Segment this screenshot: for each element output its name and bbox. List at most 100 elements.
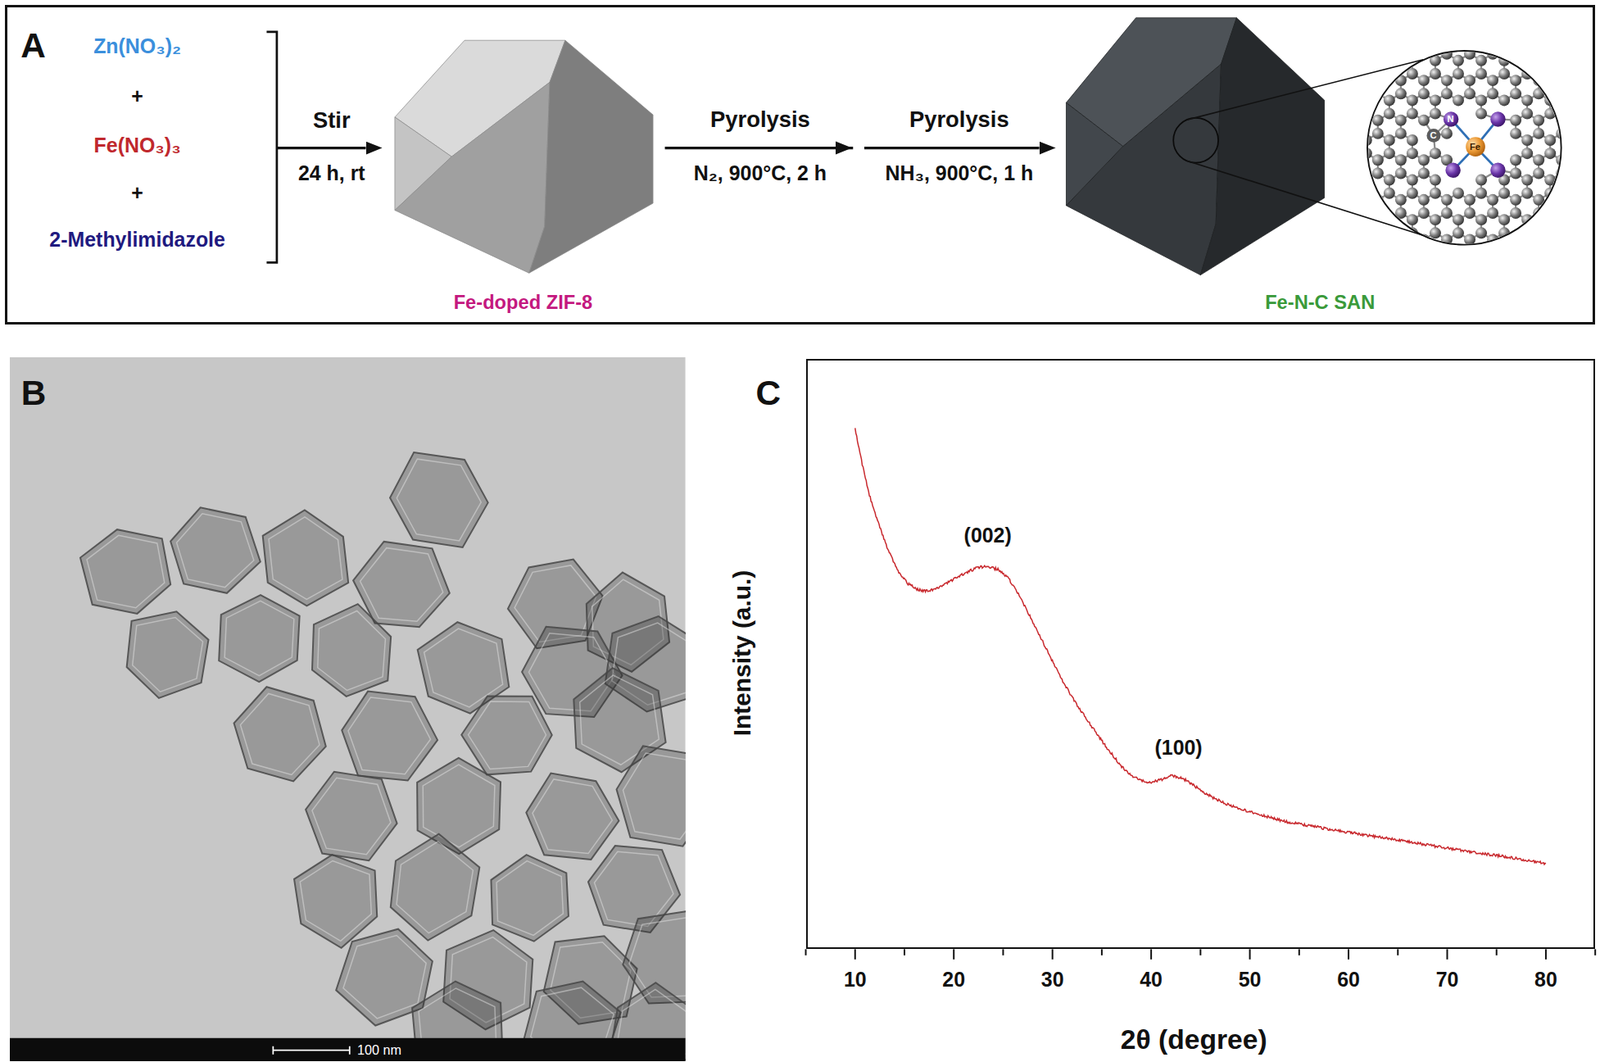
carbon-atom	[1371, 127, 1383, 140]
carbon-atom	[1475, 187, 1487, 200]
bond	[1411, 54, 1424, 61]
tick-label: 80	[1534, 968, 1558, 991]
nanoparticle-rim	[623, 752, 686, 839]
carbon-atom	[1428, 173, 1441, 186]
carbon-atom	[1428, 94, 1441, 106]
carbon-atom	[1405, 213, 1418, 226]
peak-label: (002)	[964, 524, 1012, 547]
zoom-marker	[1173, 117, 1219, 164]
carbon-atom	[1555, 127, 1568, 140]
carbon-atom	[1464, 87, 1476, 100]
zoom-outline	[1367, 50, 1562, 245]
axis-title: Intensity (a.u.)	[728, 570, 756, 737]
panel-letter: A	[20, 26, 46, 65]
axis-tick	[952, 948, 955, 959]
carbon-atom	[1382, 187, 1395, 200]
carbon-atom	[1555, 154, 1568, 166]
nanoparticle-rim	[468, 701, 547, 769]
axis-tick	[1150, 948, 1152, 959]
axis-tick	[1199, 948, 1202, 955]
carbon-atom	[1509, 233, 1522, 245]
carbon-atom	[1532, 113, 1545, 126]
nanoparticle	[262, 509, 350, 606]
carbon-atom	[1359, 107, 1372, 119]
carbon-atom	[1371, 154, 1383, 166]
carbon-atom	[1417, 113, 1429, 126]
peak-label: (100)	[1155, 736, 1203, 759]
atom-label: N	[1447, 113, 1455, 124]
carbon-atom	[1498, 213, 1510, 226]
iron-atom	[1465, 136, 1486, 157]
nanoparticle-rim	[240, 693, 321, 775]
carbon-atom	[1521, 173, 1533, 186]
carbon-atom	[1382, 147, 1395, 159]
condition-label: N₂, 900°C, 2 h	[693, 162, 827, 185]
axis-tick	[1051, 948, 1054, 959]
carbon-atom	[1475, 94, 1487, 106]
carbon-atom	[1440, 74, 1452, 87]
axis-tick	[1101, 948, 1103, 955]
zoom-ground	[1367, 50, 1562, 245]
carbon-atom	[1405, 173, 1418, 186]
carbon-atom	[1426, 128, 1441, 143]
reagent-name: Zn(NO₃)₂	[93, 35, 182, 58]
carbon-atom	[1509, 154, 1522, 166]
condition-label: NH₃, 900°C, 1 h	[884, 162, 1034, 185]
carbon-atom	[1394, 74, 1406, 87]
carbon-atom	[1394, 194, 1406, 206]
carbon-atom	[1464, 194, 1476, 206]
arrow-gap	[852, 143, 865, 154]
carbon-atom	[1428, 226, 1441, 239]
carbon-atom	[1452, 94, 1465, 106]
carbon-atom	[1521, 107, 1533, 119]
axis-tick	[1396, 948, 1399, 955]
axis-tick	[1001, 948, 1004, 955]
bond	[1515, 232, 1528, 240]
carbon-atom	[1382, 213, 1395, 226]
scale-bar	[273, 1046, 350, 1055]
nanoparticle-rim	[532, 779, 612, 854]
material-name: Fe-doped ZIF-8	[453, 291, 594, 313]
carbon-atom	[1405, 54, 1418, 67]
carbon-atom	[1452, 67, 1465, 80]
axis-tick	[903, 948, 906, 955]
step-label: Pyrolysis	[710, 107, 811, 132]
carbon-atom	[1394, 154, 1406, 166]
tem-image-art	[9, 357, 686, 1061]
carbon-atom	[1359, 147, 1372, 159]
nanoparticle-rim	[225, 600, 295, 676]
carbon-atom	[1475, 213, 1487, 226]
carbon-atom	[1498, 187, 1510, 200]
tick-label: 40	[1139, 968, 1163, 991]
carbon-atom	[1486, 87, 1499, 100]
carbon-atom	[1544, 134, 1556, 146]
carbon-atom	[1417, 167, 1429, 179]
carbon-atom	[1464, 74, 1476, 87]
carbon-atom	[1394, 127, 1406, 140]
step-label: Pyrolysis	[909, 107, 1010, 132]
carbon-atom	[1405, 134, 1418, 146]
axis-tick	[1545, 948, 1547, 959]
panel-letter: C	[756, 373, 782, 413]
carbon-atom	[1405, 107, 1418, 119]
carbon-atom	[1382, 107, 1395, 119]
nanoparticle-rim	[343, 934, 427, 1018]
carbon-atom	[1371, 167, 1383, 179]
carbon-atom	[1452, 213, 1465, 226]
carbon-atom	[1544, 147, 1556, 159]
nanoparticle-rim	[176, 513, 254, 588]
zoom-circle-art	[1367, 50, 1562, 245]
carbon-atom	[1394, 167, 1406, 179]
plus-sign: +	[131, 85, 144, 108]
carbon-atom	[1498, 94, 1510, 106]
carbon-atom	[1428, 67, 1441, 80]
carbon-atom	[1475, 67, 1487, 80]
carbon-atom	[1382, 134, 1395, 146]
carbon-atom	[1359, 134, 1372, 146]
carbon-atom	[1486, 74, 1499, 87]
carbon-atom	[1405, 94, 1418, 106]
carbon-atom	[1417, 207, 1429, 219]
carbon-atom	[1405, 147, 1418, 159]
mof-crystal: Fe-doped ZIF-8	[382, 35, 666, 317]
nanoparticle	[491, 854, 570, 942]
